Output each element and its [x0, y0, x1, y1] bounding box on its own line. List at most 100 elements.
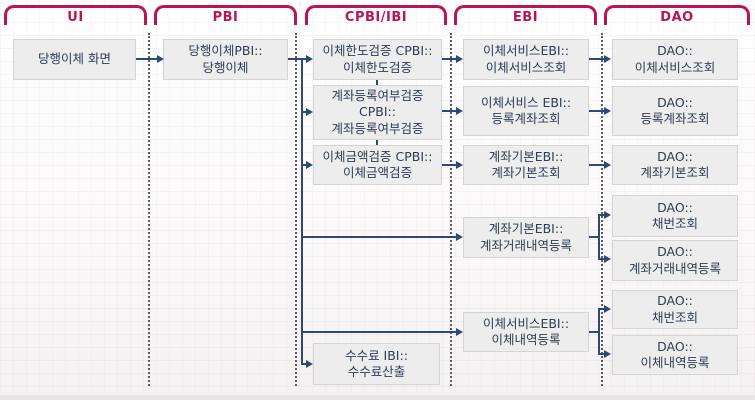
connector-pbi-trunk — [301, 58, 303, 365]
connector-cpbi-seq-2 — [376, 140, 378, 145]
node-dao-regacct-line1: DAO:: — [657, 94, 693, 110]
node-dao-account-transaction-register: DAO:: 계좌거래내역등록 — [612, 240, 738, 281]
node-ibi-fee-line1: 수수료 IBI:: — [345, 347, 408, 363]
node-ebi-txnreg-line1: 계좌기본EBI:: — [488, 221, 564, 237]
arrow-ebi-histreg-to-dao-seq2-line — [600, 308, 604, 310]
node-cpbi-limit-line2: 이체한도검증 — [342, 59, 412, 75]
column-separator-4 — [601, 33, 603, 386]
node-ebi-transfer-history-register: 이체서비스EBI:: 이체내역등록 — [463, 312, 589, 352]
connector-ebi-txnreg-stub — [589, 236, 600, 238]
node-ebi-acctbase-line2: 계좌기본조회 — [491, 165, 561, 180]
arrow-ebi-svc-to-dao-line — [589, 58, 604, 60]
node-cpbi-reg-line1: 계좌등록여부검증 — [331, 88, 424, 104]
node-ui-screen: 당행이체 화면 — [13, 39, 136, 80]
node-dao-svc-line1: DAO:: — [657, 43, 693, 59]
column-label-ebi: EBI — [512, 10, 539, 25]
arrow-pbi-to-cpbi-amount-head — [306, 161, 313, 169]
node-pbi-transfer-line2: 당행이체 — [202, 59, 249, 75]
node-dao-seq1-line1: DAO:: — [657, 199, 693, 215]
arrow-pbi-to-ebi-txnreg-head — [456, 233, 463, 241]
arrow-cpbi-reg-to-ebi-head — [456, 107, 463, 115]
arrow-ebi-acctbase-to-dao-line — [589, 164, 604, 166]
node-pbi-transfer-line1: 당행이체PBI:: — [188, 43, 263, 59]
column-separator-3 — [450, 33, 452, 386]
node-cpbi-account-registration-check: 계좌등록여부검증 CPBI:: 계좌등록여부검증 — [313, 85, 442, 140]
node-dao-txnreg-line2: 계좌거래내역등록 — [628, 260, 721, 276]
arrow-ebi-svc-to-dao-head — [604, 55, 611, 63]
node-cpbi-amount-line1: 이체금액검증 CPBI:: — [322, 148, 433, 164]
node-cpbi-amount-line2: 이체금액검증 — [342, 165, 412, 180]
node-dao-sequence-inquiry-1: DAO:: 채번조회 — [612, 195, 738, 237]
column-header-cpbi-ibi: CPBI/IBI — [305, 5, 447, 25]
bottom-edge-strip — [0, 395, 755, 400]
column-separator-1 — [148, 33, 150, 386]
arrow-pbi-to-ebi-histreg-line — [303, 331, 456, 333]
node-ebi-regacct-line2: 등록계좌조회 — [491, 111, 561, 126]
arrow-ebi-histreg-to-dao-histreg-head — [604, 350, 611, 358]
node-ebi-histreg-line1: 이체서비스EBI:: — [482, 315, 570, 331]
column-header-pbi: PBI — [154, 5, 297, 25]
arrow-ebi-histreg-to-dao-histreg-line — [600, 353, 604, 355]
node-cpbi-amount-check: 이체금액검증 CPBI:: 이체금액검증 — [313, 145, 442, 185]
node-dao-registered-account-inquiry: DAO:: 등록계좌조회 — [612, 86, 738, 136]
arrow-ebi-txnreg-to-dao-seq1-head — [604, 211, 611, 219]
node-dao-acctbase-line2: 계좌기본조회 — [640, 165, 710, 180]
arrow-ebi-acctbase-to-dao-head — [604, 161, 611, 169]
node-dao-histreg-line1: DAO:: — [657, 338, 693, 354]
connector-ebi-histreg-bracket — [598, 308, 600, 355]
column-header-dao: DAO — [604, 5, 750, 25]
node-ebi-registered-account-inquiry: 이체서비스 EBI:: 등록계좌조회 — [463, 86, 589, 136]
node-cpbi-limit-line1: 이체한도검증 CPBI:: — [322, 43, 433, 59]
arrow-pbi-to-ibi-fee-line — [303, 363, 307, 365]
arrow-ebi-txnreg-to-dao-txnreg-head — [604, 255, 611, 263]
column-separator-2 — [295, 33, 297, 386]
arrow-cpbi-amount-to-ebi-head — [456, 161, 463, 169]
arrow-ebi-regacct-to-dao-line — [589, 110, 604, 112]
node-cpbi-reg-line2: CPBI:: — [359, 104, 396, 120]
node-ibi-fee-line2: 수수료산출 — [347, 364, 406, 379]
node-cpbi-limit-check: 이체한도검증 CPBI:: 이체한도검증 — [313, 39, 442, 80]
arrow-cpbi-reg-to-ebi-line — [442, 110, 456, 112]
node-dao-sequence-inquiry-2: DAO:: 채번조회 — [612, 290, 738, 329]
connector-cpbi-seq-1 — [376, 80, 378, 85]
node-ebi-regacct-line1: 이체서비스 EBI:: — [480, 94, 572, 110]
column-label-dao: DAO — [660, 10, 694, 25]
arrow-cpbi-limit-to-ebi-line — [442, 58, 456, 60]
column-label-cpbi-ibi: CPBI/IBI — [344, 10, 408, 25]
node-dao-account-base-inquiry: DAO:: 계좌기본조회 — [612, 145, 738, 185]
node-ebi-txnreg-line2: 계좌거래내역등록 — [479, 237, 572, 253]
node-dao-regacct-line2: 등록계좌조회 — [640, 111, 710, 126]
arrow-ebi-txnreg-to-dao-txnreg-line — [600, 258, 604, 260]
column-label-pbi: PBI — [212, 10, 239, 25]
arrow-cpbi-limit-to-ebi-head — [456, 55, 463, 63]
node-ui-screen-line1: 당행이체 화면 — [38, 51, 111, 67]
node-dao-seq1-line2: 채번조회 — [651, 216, 698, 231]
connector-ebi-txnreg-bracket — [598, 214, 600, 260]
node-ebi-transfer-service-inquiry: 이체서비스EBI:: 이체서비스조회 — [463, 39, 589, 80]
arrow-pbi-to-cpbi-limit-head — [306, 55, 313, 63]
arrow-pbi-to-ebi-histreg-head — [456, 328, 463, 336]
node-ebi-svc-line1: 이체서비스EBI:: — [482, 43, 570, 59]
node-cpbi-reg-line3: 계좌등록여부검증 — [331, 120, 424, 136]
node-pbi-transfer: 당행이체PBI:: 당행이체 — [163, 39, 288, 80]
node-ibi-fee-calc: 수수료 IBI:: 수수료산출 — [313, 343, 440, 385]
arrow-pbi-to-cpbi-limit-line — [303, 58, 307, 60]
node-ebi-svc-line2: 이체서비스조회 — [485, 59, 567, 75]
arrow-pbi-to-cpbi-reg-head — [306, 108, 313, 116]
node-ebi-account-base-inquiry: 계좌기본EBI:: 계좌기본조회 — [463, 145, 589, 185]
node-dao-svc-line2: 이체서비스조회 — [634, 59, 716, 75]
node-dao-transfer-service-inquiry: DAO:: 이체서비스조회 — [612, 39, 738, 80]
column-header-ebi: EBI — [454, 5, 597, 25]
node-dao-transfer-history-register: DAO:: 이체내역등록 — [612, 335, 738, 375]
node-ebi-account-transaction-register: 계좌기본EBI:: 계좌거래내역등록 — [463, 217, 589, 258]
node-ebi-acctbase-line1: 계좌기본EBI:: — [488, 148, 564, 164]
arrow-pbi-to-cpbi-reg-line — [303, 111, 307, 113]
arrow-ebi-regacct-to-dao-head — [604, 107, 611, 115]
node-dao-acctbase-line1: DAO:: — [657, 148, 693, 164]
node-dao-seq2-line1: DAO:: — [657, 293, 693, 309]
arrow-ebi-histreg-to-dao-seq2-head — [604, 305, 611, 313]
node-dao-seq2-line2: 채번조회 — [651, 309, 698, 325]
node-dao-txnreg-line1: DAO:: — [657, 244, 693, 260]
node-dao-histreg-line2: 이체내역등록 — [640, 355, 710, 370]
